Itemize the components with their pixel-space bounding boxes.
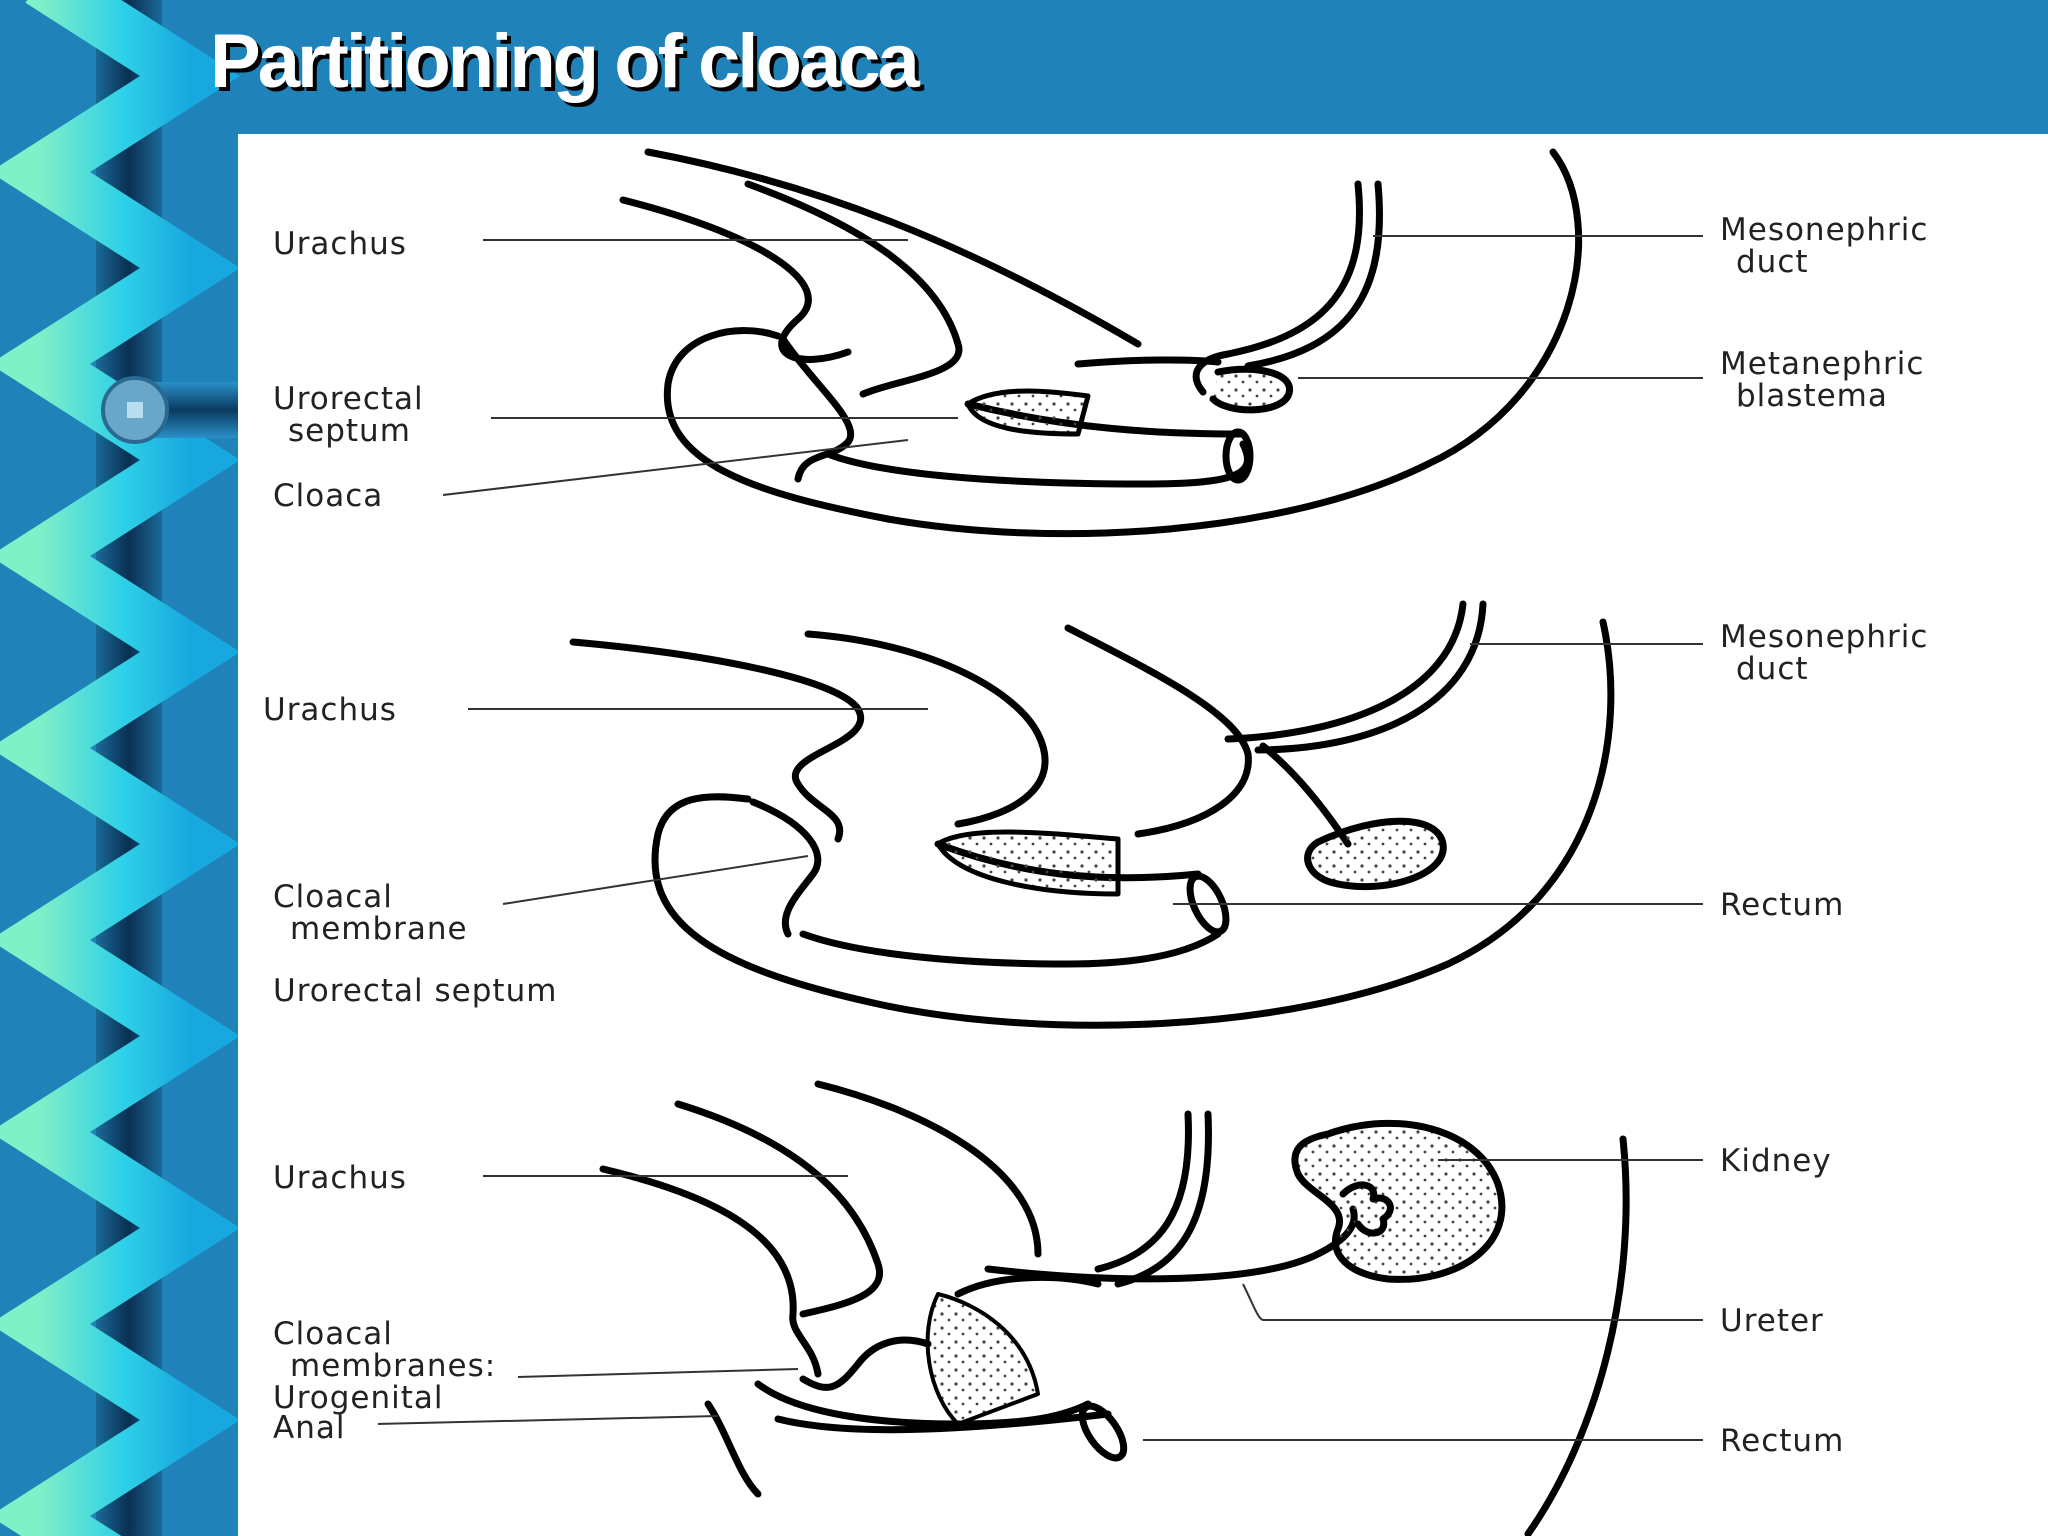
- stage-2-mesonephric-duct-b: [1254, 600, 1487, 754]
- label-urachus-1: Urachus: [273, 226, 407, 262]
- label-mesonephric-duct-2b: duct: [1736, 651, 1809, 687]
- stage-3-urogenital: [799, 1336, 932, 1391]
- stage-1-blastema: [1209, 365, 1293, 414]
- stage-1-leader-lines: [442, 235, 1703, 496]
- stage-1-allantois-outer: [619, 196, 852, 363]
- label-ureter-3: Ureter: [1720, 1303, 1824, 1339]
- label-rectum-2: Rectum: [1720, 887, 1844, 923]
- zigzag-ribbon: [0, 0, 241, 1536]
- stage-3-anal-fold: [704, 1400, 762, 1498]
- stage-1-body-wall: [663, 148, 1583, 538]
- label-metanephric-blastema-1b: blastema: [1736, 378, 1888, 414]
- stage-3-calyces: [1339, 1181, 1394, 1237]
- stage-3-body-wall: [1524, 1135, 1630, 1536]
- label-urorectal-septum-1a: Urorectal: [273, 381, 424, 417]
- stage-3-rectum-end: [1078, 1402, 1128, 1462]
- stage-1-rectum-end: [1222, 428, 1254, 484]
- stage-3-rectum-top: [774, 1410, 1112, 1434]
- label-metanephric-blastema-1a: Metanephric: [1720, 346, 1924, 382]
- label-kidney-3: Kidney: [1720, 1143, 1832, 1179]
- slide-title: Partitioning of cloaca: [210, 19, 920, 104]
- stage-3-cloaca-floor: [754, 1380, 1092, 1428]
- label-urorectal-septum-2: Urorectal septum: [273, 973, 557, 1009]
- stage-2-ureter: [1259, 742, 1352, 848]
- stage-2-rectum-end: [1186, 872, 1230, 936]
- stage-3-urogenital-sinus: [954, 1273, 1102, 1298]
- stage-3-septum-mass: [925, 1292, 1040, 1426]
- stage-1-septum-fold: [779, 335, 854, 483]
- stage-2-allantois-inner: [804, 630, 1049, 828]
- stage-2-blastema: [1304, 817, 1447, 891]
- stage-2-diagram: [569, 600, 1615, 1029]
- stage-2-body-wall: [651, 618, 1615, 1029]
- label-urachus-3: Urachus: [273, 1160, 407, 1196]
- cloaca-partition-diagram: Urachus Urorectal septum Cloaca Mesoneph…: [263, 148, 1928, 1536]
- stage-1-body-wall-inner: [644, 148, 1142, 348]
- bullet-knob-square: [127, 402, 143, 418]
- stage-1-septum-mass: [965, 388, 1091, 437]
- stage-3-kidney: [1291, 1119, 1506, 1283]
- stage-2-leader-lines: [468, 643, 1703, 905]
- stage-3-body-wall-inner: [814, 1080, 1042, 1258]
- stage-2-cloaca-floor: [799, 930, 1222, 968]
- stage-3-leader-lines: [377, 1159, 1703, 1441]
- stage-1-mesonephric-duct-a: [1192, 180, 1363, 396]
- stage-2-allantois-outer: [569, 638, 865, 843]
- stage-1-diagram: [619, 148, 1583, 538]
- label-mesonephric-duct-2a: Mesonephric: [1720, 619, 1928, 655]
- stage-1-duct-junction: [1074, 356, 1222, 368]
- stage-2-septum-mass: [935, 829, 1121, 897]
- stage-3-diagram: [599, 1080, 1630, 1536]
- label-anal-3: Anal: [273, 1410, 345, 1446]
- stage-3-duct-a: [1094, 1110, 1192, 1273]
- stage-1-cloaca-floor: [824, 440, 1251, 488]
- label-mesonephric-duct-1b: duct: [1736, 244, 1809, 280]
- stage-1-mesonephric-duct-b: [1244, 180, 1383, 370]
- label-rectum-3: Rectum: [1720, 1423, 1844, 1459]
- label-urorectal-septum-1b: septum: [288, 413, 411, 449]
- stage-3-allantois-outer: [599, 1165, 822, 1378]
- label-cloacal-membranes-3b: membranes:: [290, 1348, 496, 1384]
- label-cloaca-1: Cloaca: [273, 478, 383, 514]
- label-cloacal-membrane-2a: Cloacal: [273, 879, 393, 915]
- label-urogenital-3: Urogenital: [273, 1380, 444, 1416]
- diagram-panel: Urachus Urorectal septum Cloaca Mesoneph…: [238, 134, 2048, 1536]
- label-cloacal-membrane-2b: membrane: [290, 911, 468, 947]
- stage-2-body-wall-inner: [1064, 624, 1252, 838]
- stage-2-septum-fold: [749, 798, 822, 938]
- label-cloacal-membranes-3a: Cloacal: [273, 1316, 393, 1352]
- stage-1-allantois-inner: [744, 180, 963, 398]
- label-mesonephric-duct-1a: Mesonephric: [1720, 212, 1928, 248]
- stage-3-allantois-inner: [674, 1100, 884, 1318]
- stage-2-mesonephric-duct-a: [1224, 600, 1467, 743]
- label-urachus-2: Urachus: [263, 692, 397, 728]
